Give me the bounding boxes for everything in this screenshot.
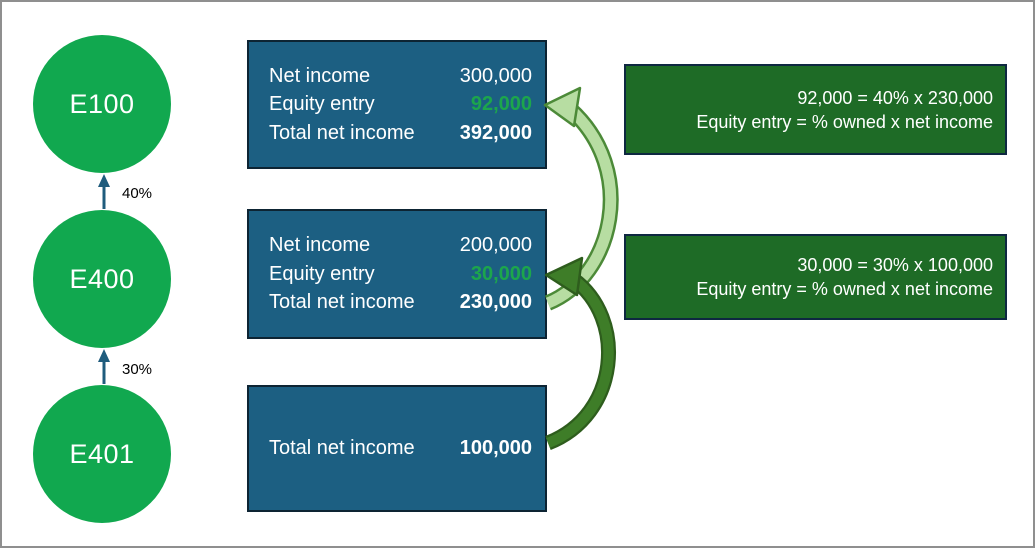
curved-arrow-outline [545, 272, 617, 450]
entity-node-e401: E401 [33, 385, 171, 523]
callout-equity-entry-e400: 30,000 = 30% x 100,000 Equity entry = % … [624, 234, 1007, 320]
up-arrow-head [98, 349, 110, 362]
income-row: Total net income 392,000 [269, 119, 532, 148]
income-box-e401: Total net income 100,000 [247, 385, 547, 512]
income-row-label: Total net income [269, 437, 415, 460]
income-row-label: Total net income [269, 291, 415, 314]
income-row-label: Equity entry [269, 93, 375, 116]
entity-node-e400: E400 [33, 210, 171, 348]
income-box-e400: Net income 200,000 Equity entry 30,000 T… [247, 209, 547, 339]
income-row-label: Total net income [269, 121, 415, 144]
entity-node-e100: E100 [33, 35, 171, 173]
entity-node-label: E401 [69, 438, 135, 469]
income-row-value-total: 230,000 [459, 291, 532, 314]
income-row: Net income 300,000 [269, 62, 532, 91]
income-row: Net income 200,000 [269, 231, 532, 260]
income-row-label: Net income [269, 234, 371, 257]
curved-arrow-head [543, 86, 582, 128]
income-row: Equity entry 30,000 [269, 260, 532, 289]
income-row-value: 300,000 [459, 64, 532, 87]
income-row-value-total: 100,000 [459, 437, 532, 460]
income-row-value-equity: 30,000 [470, 262, 532, 285]
ownership-arrow-e400-to-e100 [98, 174, 110, 209]
ownership-percent-label-40: 40% [122, 185, 153, 202]
callout-formula-line: 30,000 = 30% x 100,000 [797, 255, 993, 275]
callout-formula-line: Equity entry = % owned x net income [696, 279, 993, 299]
curved-arrow-body [545, 104, 617, 309]
income-row-label: Equity entry [269, 262, 375, 285]
income-row: Total net income 230,000 [269, 288, 532, 317]
callout-equity-entry-e100: 92,000 = 40% x 230,000 Equity entry = % … [624, 64, 1007, 155]
income-row-label: Net income [269, 64, 371, 87]
callout-formula-line: Equity entry = % owned x net income [696, 111, 993, 132]
curved-arrow-outline [544, 103, 619, 311]
entity-node-label: E400 [69, 263, 135, 294]
curved-arrow-230000-to-92000 [543, 86, 619, 311]
callout-formula-line: 92,000 = 40% x 230,000 [797, 87, 993, 108]
curved-arrow-head [544, 256, 584, 297]
ownership-arrow-e401-to-e400 [98, 349, 110, 384]
up-arrow-head [98, 174, 110, 187]
entity-node-label: E100 [69, 88, 135, 119]
income-row-value-equity: 92,000 [470, 93, 532, 116]
curved-arrow-100000-to-30000 [544, 256, 617, 450]
income-row-value: 200,000 [459, 234, 532, 257]
income-row: Total net income 100,000 [269, 434, 532, 463]
curved-arrow-body [545, 274, 614, 448]
ownership-percent-label-30: 30% [122, 361, 153, 378]
income-box-e100: Net income 300,000 Equity entry 92,000 T… [247, 40, 547, 169]
income-row: Equity entry 92,000 [269, 90, 532, 119]
income-row-value-total: 392,000 [459, 121, 532, 144]
